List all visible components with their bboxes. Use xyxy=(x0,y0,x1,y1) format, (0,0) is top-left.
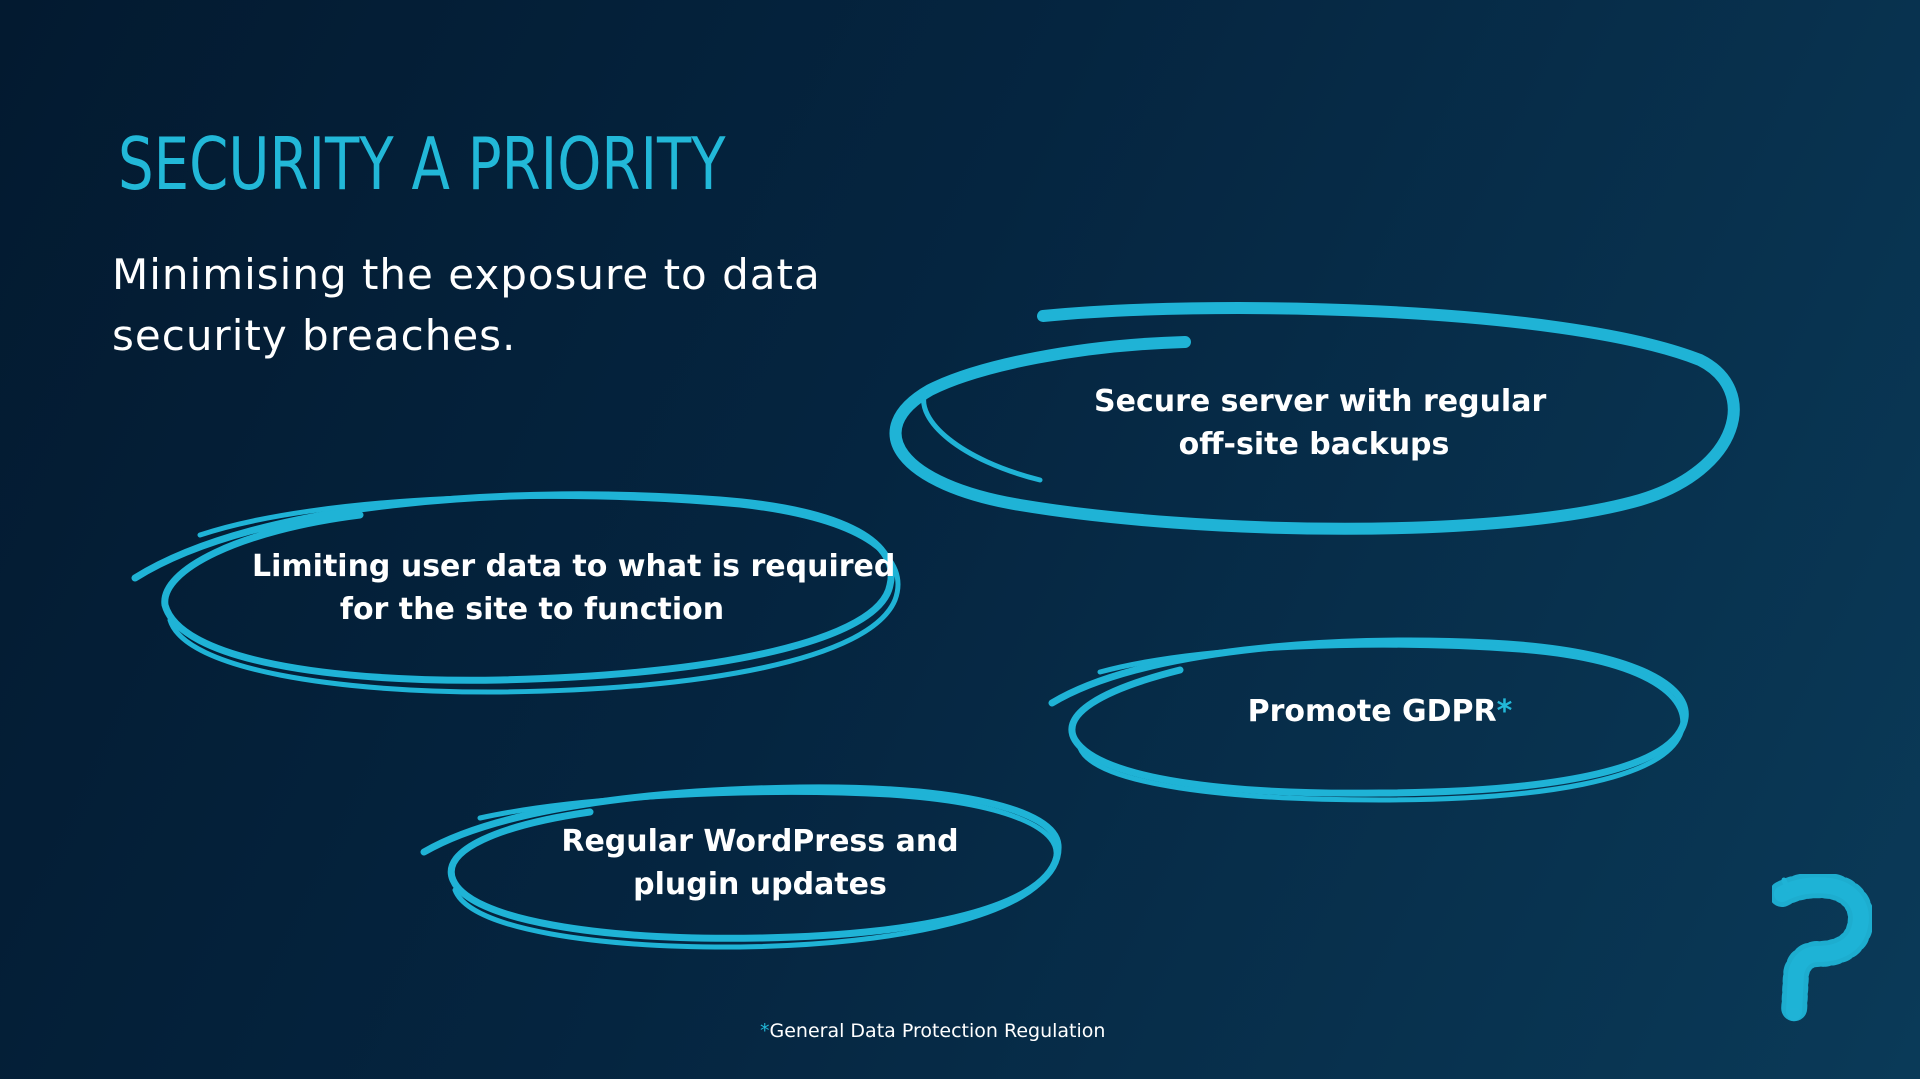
footnote: *General Data Protection Regulation xyxy=(760,1020,1105,1042)
point-secure-server-line-1: Secure server with regular xyxy=(1094,384,1547,419)
footnote-asterisk: * xyxy=(760,1020,770,1042)
footnote-text: General Data Protection Regulation xyxy=(769,1020,1106,1042)
point-limit-user-data: Limiting user data to what is required f… xyxy=(252,545,896,631)
point-secure-server-line-2: off-site backups xyxy=(1178,427,1450,462)
gdpr-ellipse-stroke xyxy=(1048,637,1689,797)
server-ellipse-stroke-inner xyxy=(921,389,1043,483)
updates-ellipse-stroke-outer xyxy=(452,790,1059,950)
server-ellipse-stroke xyxy=(889,302,1740,535)
slide-title: SECURITY A PRIORITY xyxy=(118,122,726,206)
user-data-ellipse-stroke-outer xyxy=(167,493,901,695)
subtitle-line-2: security breaches. xyxy=(112,311,517,360)
point-limit-user-data-line-2: for the site to function xyxy=(339,592,725,627)
point-regular-updates-line-2: plugin updates xyxy=(633,867,887,902)
point-limit-user-data-line-1: Limiting user data to what is required xyxy=(252,549,896,584)
point-regular-updates: Regular WordPress and plugin updates xyxy=(560,820,960,906)
gdpr-ellipse-stroke-outer xyxy=(1077,642,1686,803)
point-promote-gdpr-text: Promote GDPR xyxy=(1247,694,1497,729)
slide-subtitle: Minimising the exposure to data security… xyxy=(112,244,872,366)
letter-p-gear-logo-icon xyxy=(1772,874,1872,1022)
point-promote-gdpr: Promote GDPR* xyxy=(1230,690,1530,733)
point-secure-server: Secure server with regular off-site back… xyxy=(1094,380,1547,466)
point-regular-updates-line-1: Regular WordPress and xyxy=(561,824,959,859)
subtitle-line-1: Minimising the exposure to data xyxy=(112,250,821,299)
updates-ellipse-stroke xyxy=(420,784,1062,942)
gdpr-asterisk: * xyxy=(1496,694,1513,729)
